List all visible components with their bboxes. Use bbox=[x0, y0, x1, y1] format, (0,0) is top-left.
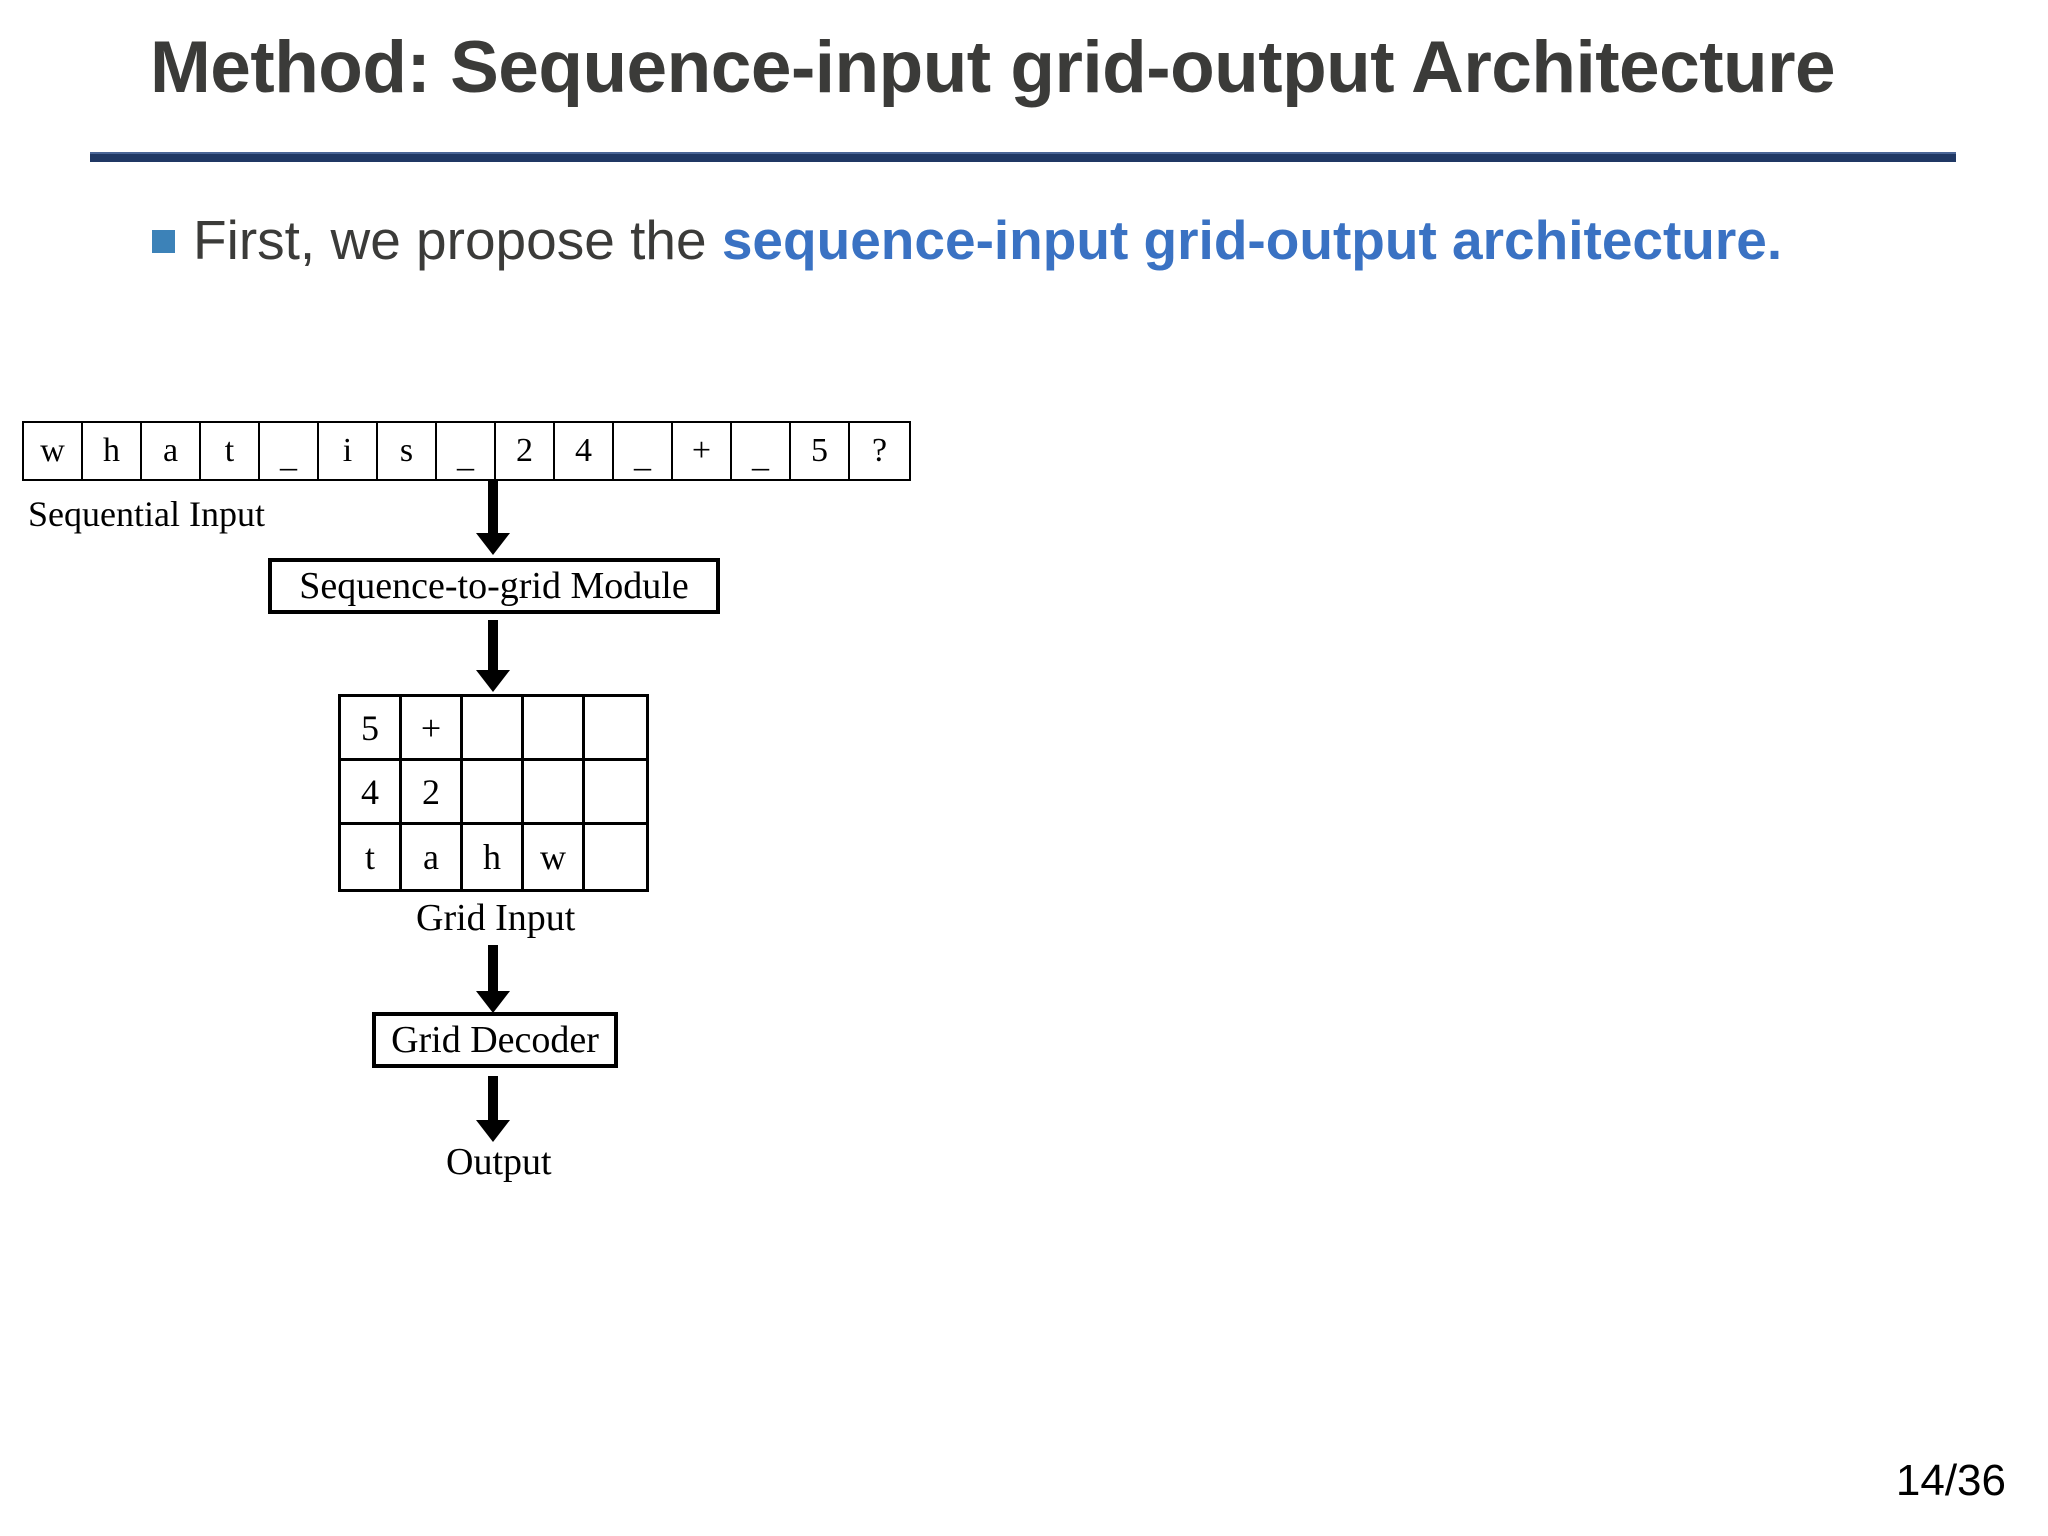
grid-cell: + bbox=[402, 697, 463, 761]
grid-cell: 5 bbox=[341, 697, 402, 761]
sequence-cell: h bbox=[83, 423, 142, 479]
grid-decoder-box: Grid Decoder bbox=[372, 1012, 618, 1068]
sequence-cell: i bbox=[319, 423, 378, 479]
arrow-down-icon bbox=[476, 620, 510, 692]
grid-cell bbox=[585, 825, 646, 889]
arrow-down-icon bbox=[476, 1076, 510, 1142]
page-number: 14/36 bbox=[1895, 1456, 2006, 1505]
sequence-cell: w bbox=[24, 423, 83, 479]
sequence-cell: 4 bbox=[555, 423, 614, 479]
bullet-text-highlight: sequence-input grid-output architecture. bbox=[721, 209, 1783, 271]
sequence-cell: t bbox=[201, 423, 260, 479]
sequence-to-grid-module-label: Sequence-to-grid Module bbox=[299, 565, 689, 607]
grid-cell bbox=[585, 761, 646, 825]
bullet-text-plain: First, we propose the bbox=[193, 209, 722, 271]
grid-cell: a bbox=[402, 825, 463, 889]
sequential-input-label: Sequential Input bbox=[28, 494, 265, 534]
grid-cell bbox=[524, 761, 585, 825]
sequence-cell: _ bbox=[437, 423, 496, 479]
grid-cell: w bbox=[524, 825, 585, 889]
grid-decoder-label: Grid Decoder bbox=[391, 1019, 599, 1061]
bullet-square-icon bbox=[152, 230, 175, 253]
sequence-cell: _ bbox=[732, 423, 791, 479]
sequence-to-grid-module-box: Sequence-to-grid Module bbox=[268, 558, 720, 614]
sequence-cell: _ bbox=[260, 423, 319, 479]
arrow-down-icon bbox=[476, 480, 510, 555]
grid-row: 5 + bbox=[341, 697, 646, 761]
sequence-cell: 5 bbox=[791, 423, 850, 479]
grid-input-label: Grid Input bbox=[416, 897, 576, 939]
sequence-cell: a bbox=[142, 423, 201, 479]
sequence-cell: 2 bbox=[496, 423, 555, 479]
page-title: Method: Sequence-input grid-output Archi… bbox=[150, 27, 1836, 108]
grid-row: t a h w bbox=[341, 825, 646, 889]
arrow-down-icon bbox=[476, 945, 510, 1013]
grid-cell bbox=[463, 697, 524, 761]
grid-row: 4 2 bbox=[341, 761, 646, 825]
grid-cell: h bbox=[463, 825, 524, 889]
bullet-row: First, we propose the sequence-input gri… bbox=[152, 206, 1782, 274]
grid-cell: t bbox=[341, 825, 402, 889]
sequence-cell: + bbox=[673, 423, 732, 479]
grid-cell bbox=[585, 697, 646, 761]
output-label: Output bbox=[446, 1141, 552, 1183]
grid-cell bbox=[463, 761, 524, 825]
grid-input-matrix: 5 + 4 2 t a h w bbox=[338, 694, 649, 892]
sequence-cell: ? bbox=[871, 432, 888, 469]
sequence-cell: s bbox=[378, 423, 437, 479]
sequence-cell: _ bbox=[614, 423, 673, 479]
grid-cell: 4 bbox=[341, 761, 402, 825]
grid-cell bbox=[524, 697, 585, 761]
bullet-text: First, we propose the sequence-input gri… bbox=[193, 206, 1782, 274]
sequence-input-strip: w h a t _ i s _ 2 4 _ + _ 5 ? bbox=[22, 421, 911, 481]
title-divider bbox=[90, 152, 1956, 162]
grid-cell: 2 bbox=[402, 761, 463, 825]
